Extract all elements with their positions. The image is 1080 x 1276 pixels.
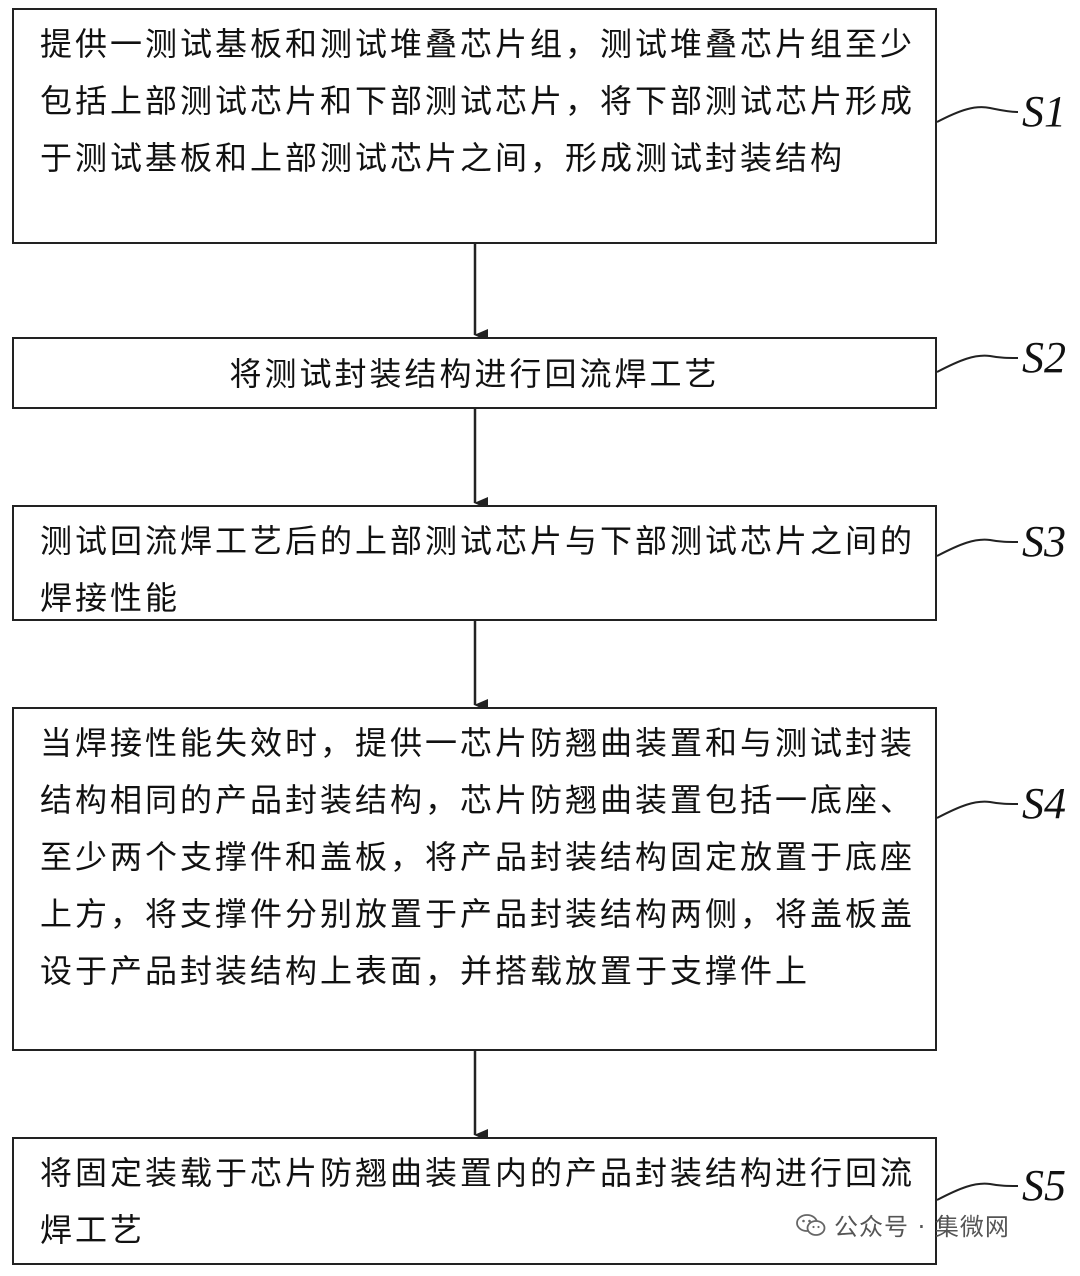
leader-s5 bbox=[936, 1182, 1019, 1201]
step-text-s4: 当焊接性能失效时，提供一芯片防翘曲装置和与测试封装结构相同的产品封装结构，芯片防… bbox=[40, 724, 916, 990]
step-label-s2: S2 bbox=[1022, 333, 1066, 382]
step-box-s1: 提供一测试基板和测试堆叠芯片组，测试堆叠芯片组至少包括上部测试芯片和下部测试芯片… bbox=[12, 8, 937, 244]
step-text-s5: 将固定装载于芯片防翘曲装置内的产品封装结构进行回流焊工艺 bbox=[40, 1154, 916, 1249]
step-label-s4: S4 bbox=[1022, 779, 1066, 828]
step-box-s3: 测试回流焊工艺后的上部测试芯片与下部测试芯片之间的焊接性能 bbox=[12, 505, 937, 621]
step-box-s2: 将测试封装结构进行回流焊工艺 bbox=[12, 337, 937, 409]
step-box-s5: 将固定装载于芯片防翘曲装置内的产品封装结构进行回流焊工艺 bbox=[12, 1137, 937, 1265]
leader-s4 bbox=[936, 800, 1019, 819]
step-text-s3: 测试回流焊工艺后的上部测试芯片与下部测试芯片之间的焊接性能 bbox=[40, 522, 916, 617]
wechat-icon bbox=[796, 1213, 826, 1236]
step-label-s3: S3 bbox=[1022, 517, 1066, 566]
watermark-text: 公众号 · 集微网 bbox=[834, 1213, 1010, 1241]
leader-s1 bbox=[936, 106, 1019, 123]
step-label-s1: S1 bbox=[1022, 87, 1066, 136]
watermark: 公众号 · 集微网 bbox=[796, 1207, 1010, 1242]
leader-s2 bbox=[936, 354, 1019, 373]
step-box-s4: 当焊接性能失效时，提供一芯片防翘曲装置和与测试封装结构相同的产品封装结构，芯片防… bbox=[12, 707, 937, 1051]
step-label-s5: S5 bbox=[1022, 1161, 1066, 1210]
leader-s3 bbox=[936, 538, 1019, 557]
step-text-s1: 提供一测试基板和测试堆叠芯片组，测试堆叠芯片组至少包括上部测试芯片和下部测试芯片… bbox=[40, 25, 916, 177]
step-text-s2: 将测试封装结构进行回流焊工艺 bbox=[229, 355, 720, 393]
